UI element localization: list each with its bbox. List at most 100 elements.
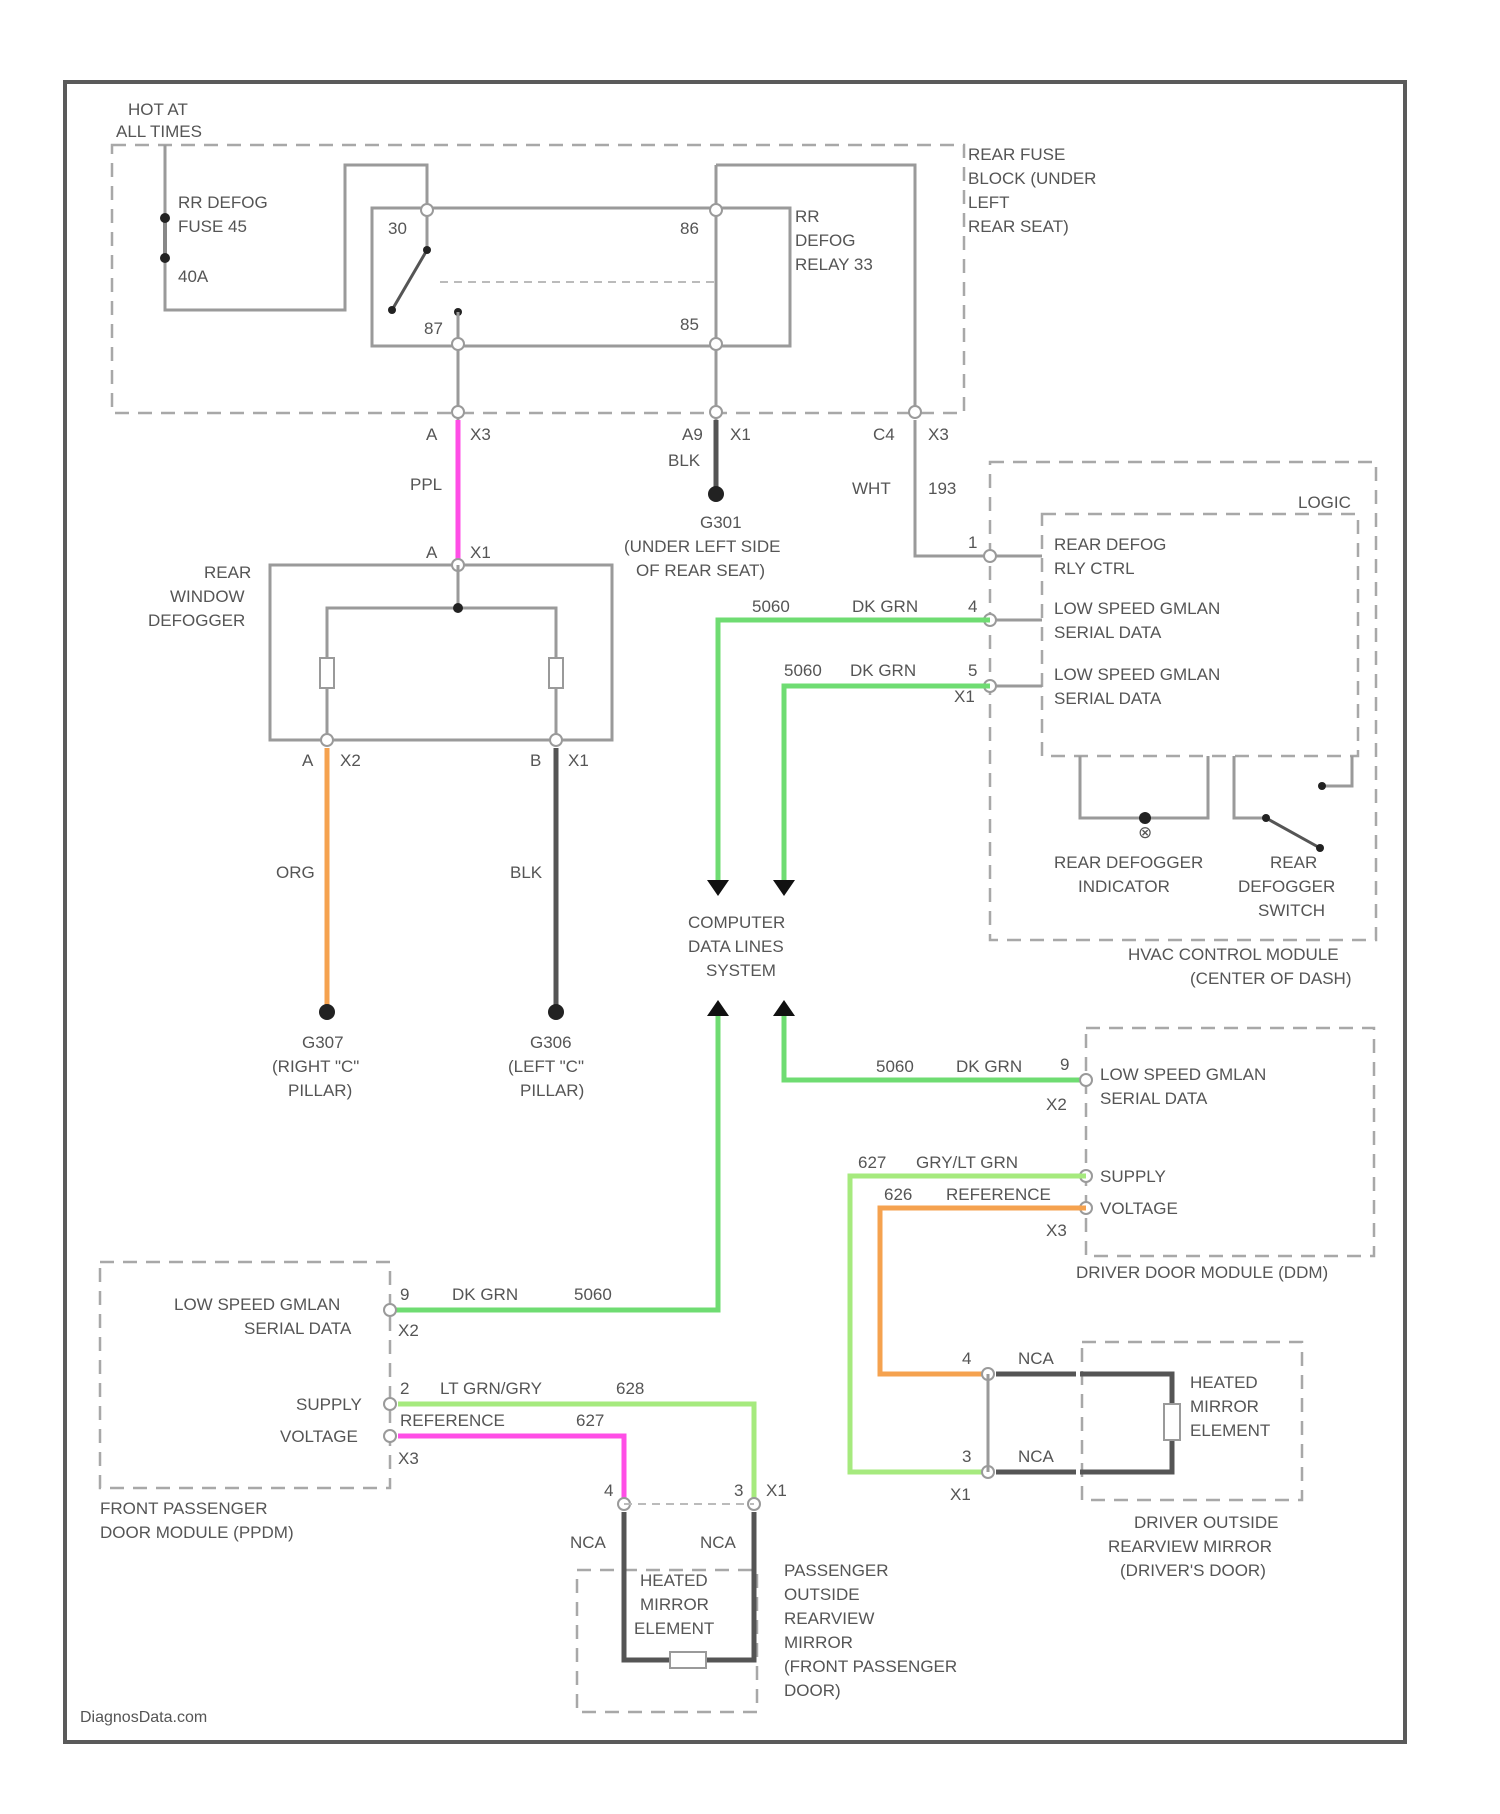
pdm-supply-pin	[384, 1398, 396, 1410]
hvac-module-name-2: (CENTER OF DASH)	[1190, 969, 1352, 988]
gmlan-hvac-b-color: DK GRN	[850, 661, 916, 680]
switch-label-1: REAR	[1270, 853, 1317, 872]
switch-contact-tip	[1316, 844, 1324, 852]
ddm-ref-circuit: 626	[884, 1185, 912, 1204]
relay-86-wire	[716, 165, 915, 412]
g307-label-1: G307	[302, 1033, 344, 1052]
relay-switch-pivot	[423, 246, 431, 254]
ddm-supply-circuit: 627	[858, 1153, 886, 1172]
g306-ground-point	[548, 1004, 564, 1020]
driver-mirror-boundary-gap-a	[1076, 1362, 1080, 1384]
indicator-label-1: REAR DEFOGGER	[1054, 853, 1203, 872]
hvac-switch-lead	[1234, 756, 1266, 818]
pass-mirror-element-2: MIRROR	[640, 1595, 709, 1614]
driver-mirror-name-3: (DRIVER'S DOOR)	[1120, 1561, 1266, 1580]
driver-mirror-pin-b: 3	[962, 1447, 971, 1466]
ddm-conn2: X3	[1046, 1221, 1067, 1240]
pass-mirror-pin-a: 4	[604, 1481, 613, 1500]
pass-mirror-heater-element	[670, 1652, 706, 1668]
relay-pin-86: 86	[680, 219, 699, 238]
hvac-row3-label-1: LOW SPEED GMLAN	[1054, 665, 1220, 684]
gmlan-wire-hvac-b	[784, 686, 990, 880]
g301-label-2: (UNDER LEFT SIDE	[624, 537, 781, 556]
ddm-outline	[1086, 1028, 1374, 1256]
pdm-data-conn: X2	[398, 1321, 419, 1340]
hvac-row1-pin: 1	[968, 533, 977, 552]
pdm-ref-label: REFERENCE	[400, 1411, 505, 1430]
relay-pin-85: 85	[680, 315, 699, 334]
g306-label-1: G306	[530, 1033, 572, 1052]
rear-fuse-block-label-2: BLOCK (UNDER	[968, 169, 1096, 188]
arrow-down-a	[707, 880, 729, 896]
fuse-block-conn-x3-c4	[909, 406, 921, 418]
relay-pin-30-terminal	[421, 204, 433, 216]
g301-label-1: G301	[700, 513, 742, 532]
fuse-block-right-pin: C4	[873, 425, 895, 444]
hvac-row2-label-2: SERIAL DATA	[1054, 623, 1162, 642]
rear-window-defogger	[270, 565, 612, 740]
pass-mirror-element-1: HEATED	[640, 1571, 708, 1590]
relay-pin-30: 30	[388, 219, 407, 238]
gmlan-hvac-a-color: DK GRN	[852, 597, 918, 616]
indicator-label-2: INDICATOR	[1078, 877, 1170, 896]
arrow-down-b	[773, 880, 795, 896]
rear-fuse-block-label-4: REAR SEAT)	[968, 217, 1069, 236]
ddm-ref-label: REFERENCE	[946, 1185, 1051, 1204]
pdm-reference-wire	[398, 1436, 624, 1500]
rear-fuse-block-label-1: REAR FUSE	[968, 145, 1065, 164]
defogger-label-3: DEFOGGER	[148, 611, 245, 630]
fuse-name-1: RR DEFOG	[178, 193, 268, 212]
gmlan-wire-hvac-a	[718, 620, 990, 880]
pass-mirror-name-1: PASSENGER	[784, 1561, 889, 1580]
relay-name-3: RELAY 33	[795, 255, 873, 274]
watermark: DiagnosData.com	[80, 1709, 207, 1726]
hvac-module-name-1: HVAC CONTROL MODULE	[1128, 945, 1339, 964]
driver-mirror-nca-b: NCA	[1018, 1447, 1055, 1466]
hvac-row1-label-1: REAR DEFOG	[1054, 535, 1166, 554]
pdm-data-pin: 9	[400, 1285, 409, 1304]
pass-mirror-name-6: DOOR)	[784, 1681, 841, 1700]
hvac-pin-1	[984, 550, 996, 562]
gmlan-hvac-b-circuit: 5060	[784, 661, 822, 680]
data-system-label-1: COMPUTER	[688, 913, 785, 932]
fuse-block-mid-conn: X1	[730, 425, 751, 444]
relay-switch-tip	[388, 306, 396, 314]
hot-at-all-times-label-1: HOT AT	[128, 100, 188, 119]
driver-mirror-element-1: HEATED	[1190, 1373, 1258, 1392]
hvac-row1-label-2: RLY CTRL	[1054, 559, 1135, 578]
defogger-left-conn: X2	[340, 751, 361, 770]
pdm-name-2: DOOR MODULE (PPDM)	[100, 1523, 294, 1542]
pass-mirror-pin-b: 3	[734, 1481, 743, 1500]
circuit-193-label: 193	[928, 479, 956, 498]
ppl-wire-label: PPL	[410, 475, 442, 494]
defogger-top-conn: X1	[470, 543, 491, 562]
pdm-pin-9	[384, 1304, 396, 1316]
hvac-row2-pin: 4	[968, 597, 977, 616]
defogger-conn-left	[321, 734, 333, 746]
gmlan-ddm-circuit: 5060	[876, 1057, 914, 1076]
fuse-rating: 40A	[178, 267, 209, 286]
pass-mirror-nca-b: NCA	[700, 1533, 737, 1552]
relay-pin-87: 87	[424, 319, 443, 338]
switch-label-2: DEFOGGER	[1238, 877, 1335, 896]
driver-mirror-nca-a: NCA	[1018, 1349, 1055, 1368]
pass-mirror-element-3: ELEMENT	[634, 1619, 714, 1638]
pass-mirror-conn: X1	[766, 1481, 787, 1500]
pass-mirror-name-4: MIRROR	[784, 1633, 853, 1652]
pdm-supply-prefix: 2	[400, 1379, 409, 1398]
ddm-supply-color: GRY/LT GRN	[916, 1153, 1018, 1172]
ddm-data-pin: 9	[1060, 1055, 1069, 1074]
fuse-block-conn-x1-a9	[710, 406, 722, 418]
pass-mirror-name-2: OUTSIDE	[784, 1585, 860, 1604]
org-wire-label: ORG	[276, 863, 315, 882]
pdm-ref-circuit: 627	[576, 1411, 604, 1430]
pdm-conn2: X3	[398, 1449, 419, 1468]
switch-return-point	[1318, 782, 1326, 790]
defogger-grid	[327, 565, 556, 740]
defogger-element-right	[549, 658, 563, 688]
relay-name-2: DEFOG	[795, 231, 855, 250]
gmlan-hvac-a-circuit: 5060	[752, 597, 790, 616]
hvac-logic-label: LOGIC	[1298, 493, 1351, 512]
driver-mirror-name-2: REARVIEW MIRROR	[1108, 1537, 1272, 1556]
